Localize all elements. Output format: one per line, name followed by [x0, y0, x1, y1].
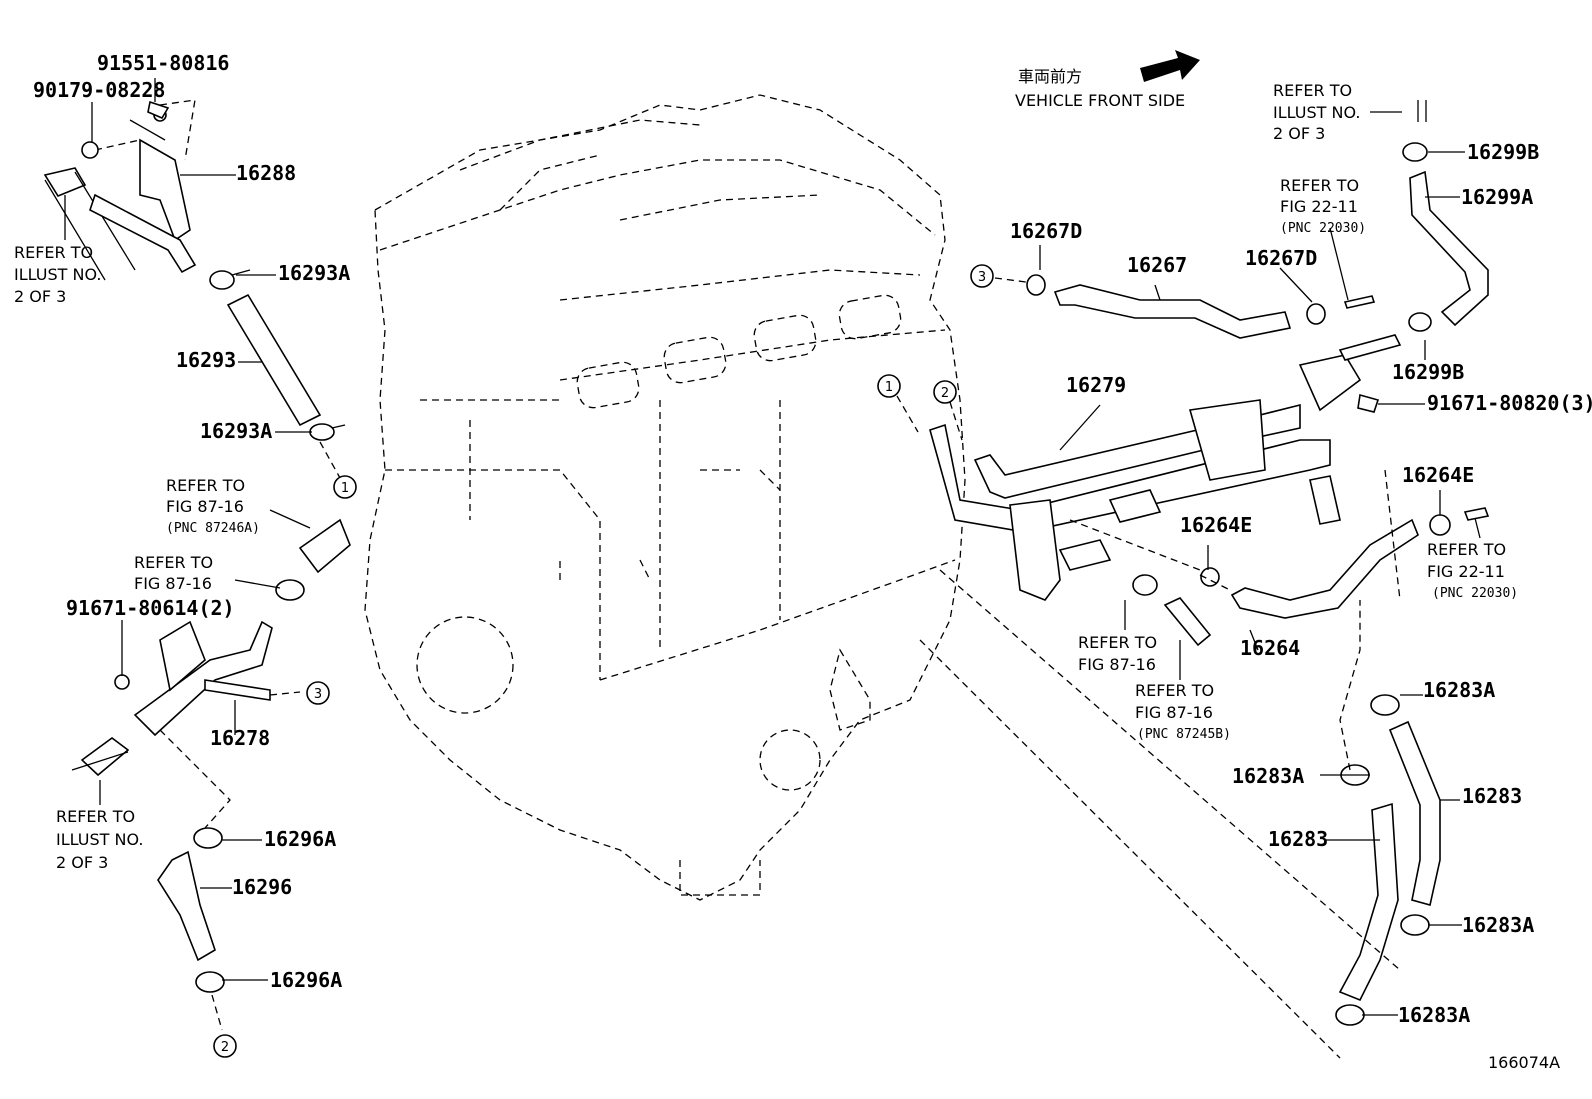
callout-90179-08228: 90179-08228 — [33, 78, 165, 102]
ref-illust-top-left-1: REFER TO — [14, 243, 93, 262]
marker-1-right: 1 — [885, 380, 893, 395]
clamp-16296A-top — [193, 827, 223, 849]
vehicle-front-label: VEHICLE FRONT SIDE — [1015, 91, 1185, 110]
hose-16299A — [1402, 100, 1489, 332]
callout-16278: 16278 — [210, 726, 270, 750]
clamp-16293A-bottom — [309, 423, 346, 479]
part-callouts: 91551-80816 90179-08228 16288 16293A 162… — [33, 51, 1592, 1027]
ref-fig-87246A-1: REFER TO — [166, 476, 245, 495]
callout-16267: 16267 — [1127, 253, 1187, 277]
callout-16264E-right: 16264E — [1402, 463, 1474, 487]
callout-16299B-bottom: 16299B — [1392, 360, 1464, 384]
callout-91551-80816: 91551-80816 — [97, 51, 229, 75]
callout-16267D-right: 16267D — [1245, 246, 1317, 270]
callout-16264: 16264 — [1240, 636, 1300, 660]
engine-lower-details — [416, 469, 871, 896]
ref-fig-87-16-b-1: REFER TO — [134, 553, 213, 572]
marker-1-left: 1 — [341, 481, 349, 496]
ref-fig-87-16-b-2: FIG 87-16 — [134, 574, 212, 593]
marker-3-right: 3 — [978, 270, 986, 285]
ref-fig-22-11-top-1: REFER TO — [1280, 176, 1359, 195]
callout-16283A-1: 16283A — [1423, 678, 1495, 702]
pipe-16278 — [114, 620, 301, 829]
callout-16296A-bottom: 16296A — [270, 968, 342, 992]
bracket-16288 — [94, 99, 196, 242]
hose-16293 — [226, 293, 322, 427]
hose-16264 — [1132, 507, 1490, 647]
callout-16283-left: 16283 — [1268, 827, 1328, 851]
hose-16296 — [157, 850, 216, 962]
callout-16267D-left: 16267D — [1010, 219, 1082, 243]
ref-fig-22-11-right-2: FIG 22-11 — [1427, 562, 1505, 581]
engine-block-outline — [364, 94, 966, 901]
hose-16283 — [1335, 694, 1441, 1026]
pipe-bottom-left — [71, 737, 130, 777]
callout-91671-80820: 91671-80820(3) — [1427, 391, 1592, 415]
ref-fig-87245B-2: FIG 87-16 — [1135, 703, 1213, 722]
callout-16283A-3: 16283A — [1462, 913, 1534, 937]
callout-16288: 16288 — [236, 161, 296, 185]
callout-16296: 16296 — [232, 875, 292, 899]
ref-fig-22-11-top-2: FIG 22-11 — [1280, 197, 1358, 216]
japanese-front-label: 車両前方 — [1018, 67, 1082, 86]
ref-fig-87246A-3: (PNC 87246A) — [166, 521, 260, 536]
reference-notes: REFER TO ILLUST NO. 2 OF 3 REFER TO FIG … — [14, 81, 1518, 872]
callout-16299A: 16299A — [1461, 185, 1533, 209]
connecting-dashed-lines — [919, 469, 1401, 1059]
callout-16293A-bottom: 16293A — [200, 419, 272, 443]
pipe-top-left — [43, 167, 197, 281]
ref-fig-22-11-right-3: (PNC 22030) — [1432, 586, 1518, 601]
callout-16264E-mid: 16264E — [1180, 513, 1252, 537]
ref-illust-top-right-2: ILLUST NO. — [1273, 103, 1360, 122]
pipe-16279 — [896, 334, 1402, 601]
callout-16283A-4: 16283A — [1398, 1003, 1470, 1027]
ref-fig-87-16-mid-2: FIG 87-16 — [1078, 655, 1156, 674]
marker-2-left: 2 — [221, 1040, 229, 1055]
callout-16283-right: 16283 — [1462, 784, 1522, 808]
ref-fig-22-11-right-1: REFER TO — [1427, 540, 1506, 559]
ref-illust-top-left-3: 2 OF 3 — [14, 287, 66, 306]
leader-lines — [64, 111, 1481, 1016]
ref-illust-top-right-1: REFER TO — [1273, 81, 1352, 100]
bolt-91671-80820 — [1357, 393, 1425, 413]
ref-fig-22-11-top-3: (PNC 22030) — [1280, 221, 1366, 236]
callout-16299B-top: 16299B — [1467, 140, 1539, 164]
ref-fig-87-16-mid-1: REFER TO — [1078, 633, 1157, 652]
ref-fig-87246A-2: FIG 87-16 — [166, 497, 244, 516]
callout-91671-80614: 91671-80614(2) — [66, 596, 235, 620]
clamp-87-16 — [275, 579, 305, 601]
hose-16267 — [994, 274, 1376, 339]
callout-16293A-top: 16293A — [278, 261, 350, 285]
connection-markers: 1 2 3 1 2 3 — [213, 264, 994, 1058]
marker-3-left: 3 — [314, 687, 322, 702]
marker-2-right: 2 — [941, 386, 949, 401]
ref-fig-87245B-1: REFER TO — [1135, 681, 1214, 700]
front-arrow — [1140, 50, 1200, 82]
ref-illust-bottom-left-2: ILLUST NO. — [56, 830, 143, 849]
figure-id: 166074A — [1488, 1053, 1560, 1072]
ref-illust-top-left-2: ILLUST NO. — [14, 265, 101, 284]
ref-fig-87245B-3: (PNC 87245B) — [1137, 727, 1231, 742]
bolt-91551 — [147, 78, 170, 120]
pipe-87246A — [298, 518, 351, 574]
clamp-16296A-bottom — [195, 971, 225, 1031]
callout-16279: 16279 — [1066, 373, 1126, 397]
ref-illust-top-right-3: 2 OF 3 — [1273, 124, 1325, 143]
ref-illust-bottom-left-3: 2 OF 3 — [56, 853, 108, 872]
nut-90179 — [81, 102, 99, 159]
callout-16283A-2: 16283A — [1232, 764, 1304, 788]
callout-16293: 16293 — [176, 348, 236, 372]
clamp-16293A-top — [209, 269, 251, 290]
callout-16296A-top: 16296A — [264, 827, 336, 851]
ref-illust-bottom-left-1: REFER TO — [56, 807, 135, 826]
intake-ports — [576, 294, 902, 409]
